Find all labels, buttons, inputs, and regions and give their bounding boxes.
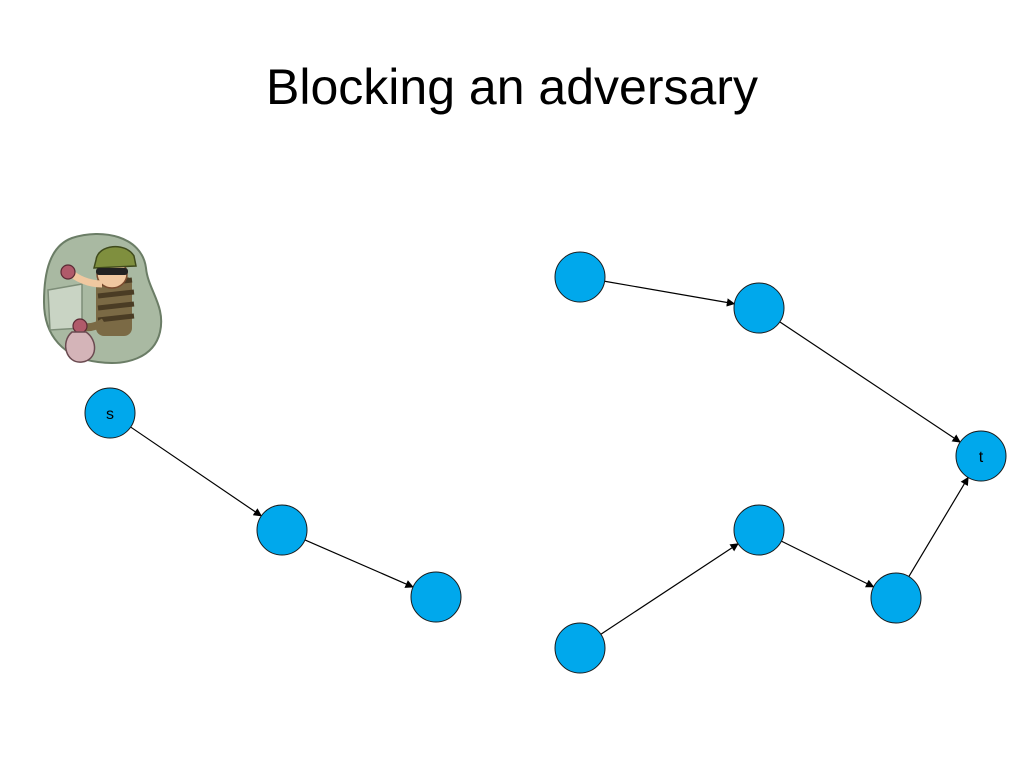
slide-title: Blocking an adversary (266, 59, 758, 115)
node-c (554, 251, 606, 303)
burglar-icon (42, 232, 163, 364)
node-circle (256, 504, 308, 556)
edge-e-f (600, 543, 739, 635)
node-f (733, 504, 785, 556)
node-label: t (979, 449, 984, 466)
node-circle (733, 282, 785, 334)
node-s: s (84, 387, 136, 439)
node-g (870, 572, 922, 624)
node-a (256, 504, 308, 556)
node-b (410, 571, 462, 623)
node-circle (84, 387, 136, 439)
node-d (733, 282, 785, 334)
edge-c-d (604, 280, 736, 307)
edge-g-t (908, 476, 969, 577)
node-t: t (955, 430, 1007, 482)
node-circle (554, 622, 606, 674)
node-circle (554, 251, 606, 303)
node-circle (955, 430, 1007, 482)
node-label: s (106, 406, 114, 423)
node-circle (410, 571, 462, 623)
edge-d-t (779, 321, 961, 443)
edge-s-a (130, 426, 263, 517)
node-circle (733, 504, 785, 556)
edge-f-g (781, 540, 875, 588)
node-e (554, 622, 606, 674)
node-circle (870, 572, 922, 624)
edge-a-b (304, 539, 414, 588)
